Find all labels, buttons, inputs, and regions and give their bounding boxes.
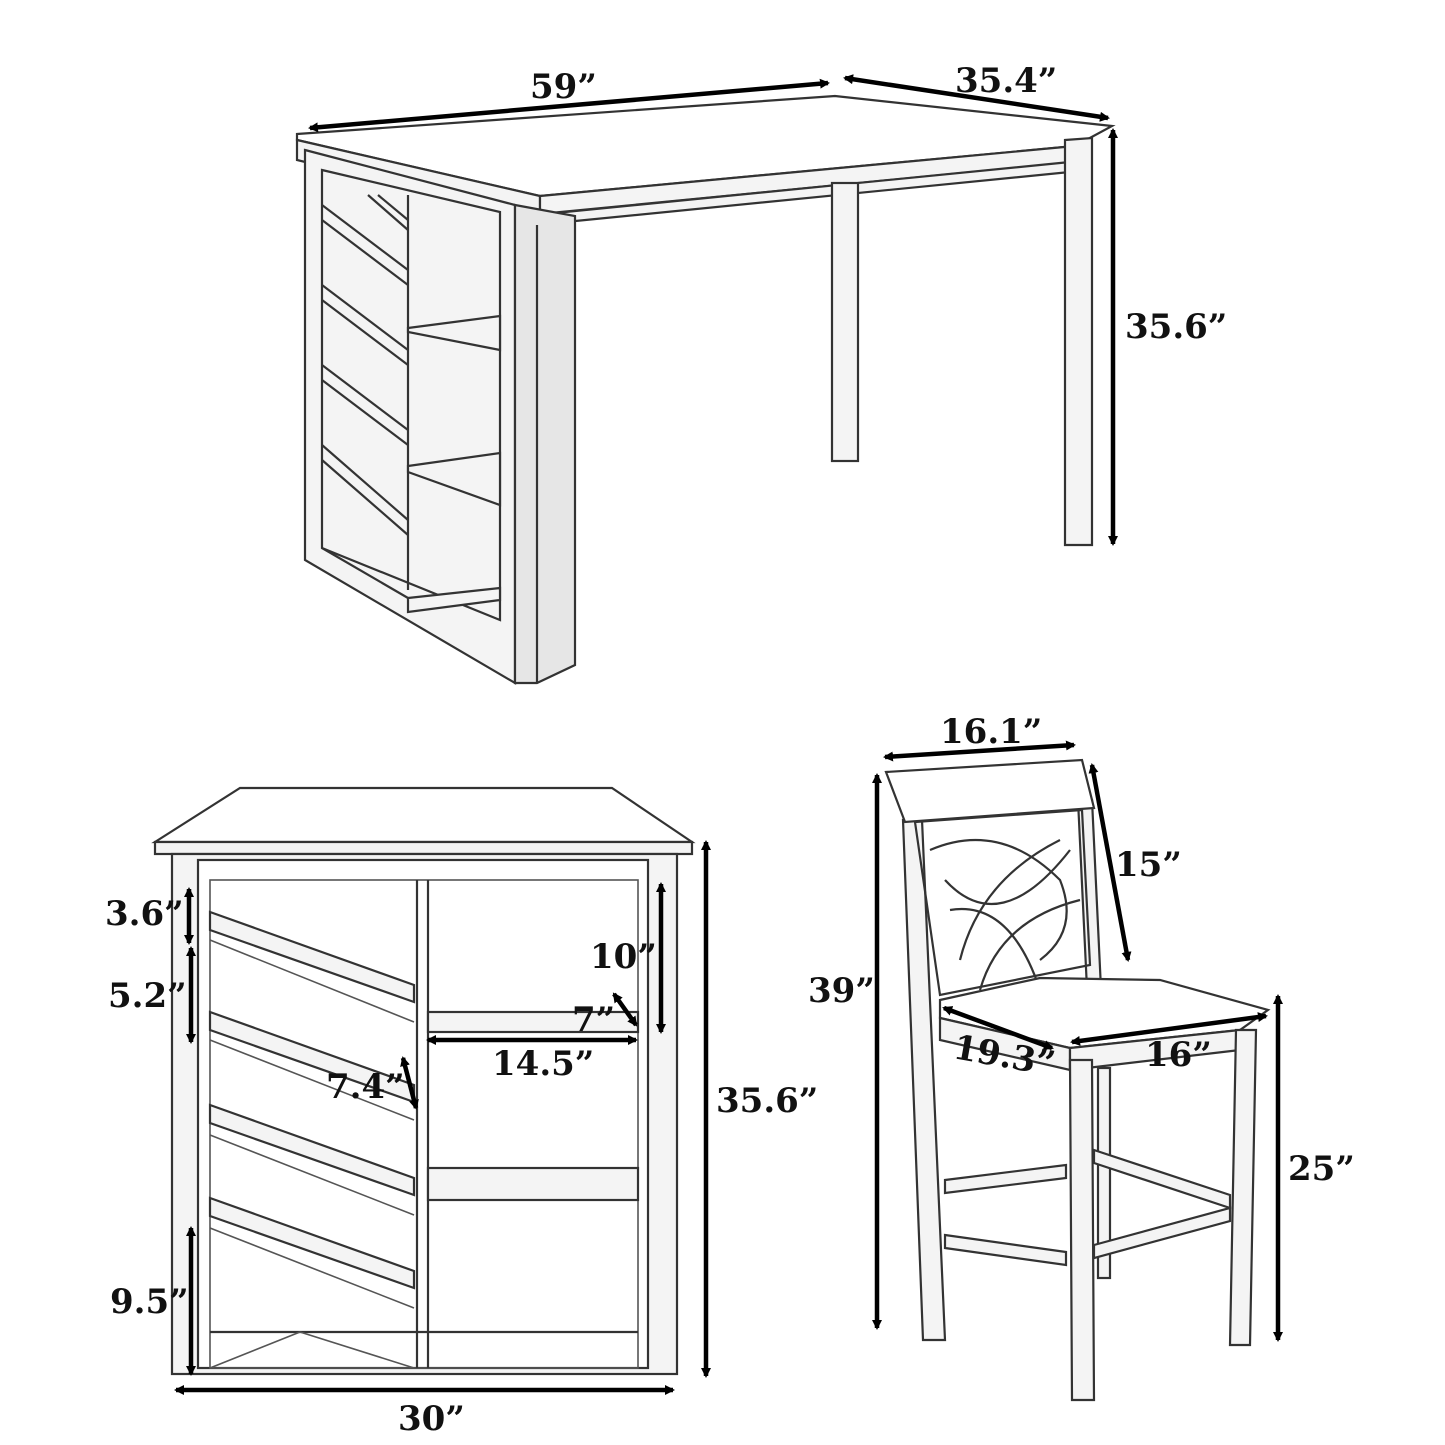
side-9-5-label: 9.5” (110, 1282, 189, 1322)
chair-drawing (884, 758, 1271, 1402)
chair-seat-width-label: 16” (1145, 1035, 1212, 1075)
side-7-arrow (612, 992, 638, 1027)
table-perspective-drawing (295, 94, 1116, 685)
side-3-6-label: 3.6” (105, 894, 184, 934)
table-length-label: 59” (530, 67, 597, 107)
chair-back-height-label: 15” (1115, 845, 1182, 885)
chair-seat-depth-arrow (942, 1005, 1054, 1051)
table-width-label: 35.4” (955, 61, 1057, 101)
chair-total-height-label: 39” (808, 971, 875, 1011)
side-7-label: 7” (572, 1000, 615, 1040)
side-7-4-label: 7.4” (326, 1067, 405, 1107)
side-5-2-label: 5.2” (108, 976, 187, 1016)
side-height-label: 35.6” (716, 1081, 818, 1121)
table-height-label: 35.6” (1125, 307, 1227, 347)
table-side-drawing (151, 786, 696, 1376)
side-14-5-label: 14.5” (492, 1044, 594, 1084)
chair-seat-width-arrow (1070, 1012, 1268, 1046)
side-7-4-arrow (400, 1056, 419, 1110)
chair-back-width-label: 16.1” (940, 712, 1042, 752)
width-arrow (843, 74, 1110, 122)
chair-back-height-arrow (1088, 763, 1132, 962)
chair-back-width-arrow (883, 740, 1076, 762)
chair-seat-height-label: 25” (1288, 1149, 1355, 1189)
side-width-label: 30” (398, 1399, 465, 1439)
length-arrow (308, 78, 830, 133)
side-10-label: 10” (590, 937, 657, 977)
